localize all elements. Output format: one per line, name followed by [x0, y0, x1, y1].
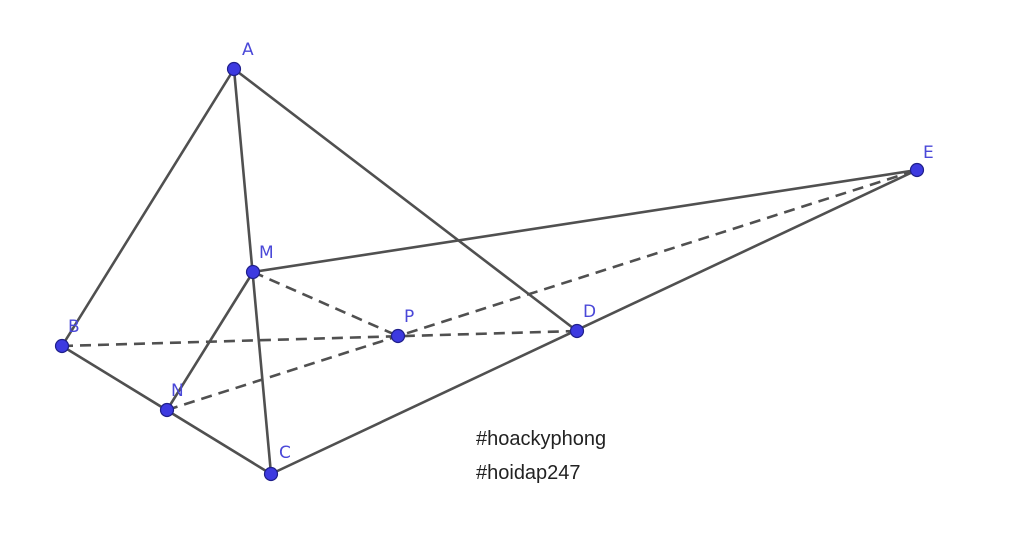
points-layer — [54, 61, 925, 482]
segment-ne — [166, 168, 918, 412]
segment-mp — [252, 270, 399, 338]
point-label-b: B — [68, 317, 80, 337]
point-n — [159, 402, 175, 418]
point-d — [569, 323, 585, 339]
segments-layer — [60, 67, 919, 476]
point-c — [263, 466, 279, 482]
point-m — [245, 264, 261, 280]
segment-me — [251, 168, 919, 274]
hashtag-hoackyphong: #hoackyphong — [476, 428, 607, 450]
segment-ab — [60, 67, 236, 348]
point-b — [54, 338, 70, 354]
point-label-d: D — [583, 302, 596, 322]
point-label-n: N — [171, 381, 184, 401]
segment-bd — [61, 329, 578, 348]
point-label-p: P — [404, 307, 414, 327]
point-p — [390, 328, 406, 344]
point-label-e: E — [923, 143, 934, 163]
point-a — [226, 61, 242, 77]
segment-ce — [269, 168, 919, 476]
hashtag-hoidap247: #hoidap247 — [476, 462, 581, 484]
segment-ad — [232, 67, 579, 333]
point-label-a: A — [242, 40, 254, 60]
point-label-m: M — [259, 243, 274, 263]
labels-layer: A B C D E M N P — [68, 40, 934, 463]
point-label-c: C — [279, 443, 291, 463]
point-e — [909, 162, 925, 178]
